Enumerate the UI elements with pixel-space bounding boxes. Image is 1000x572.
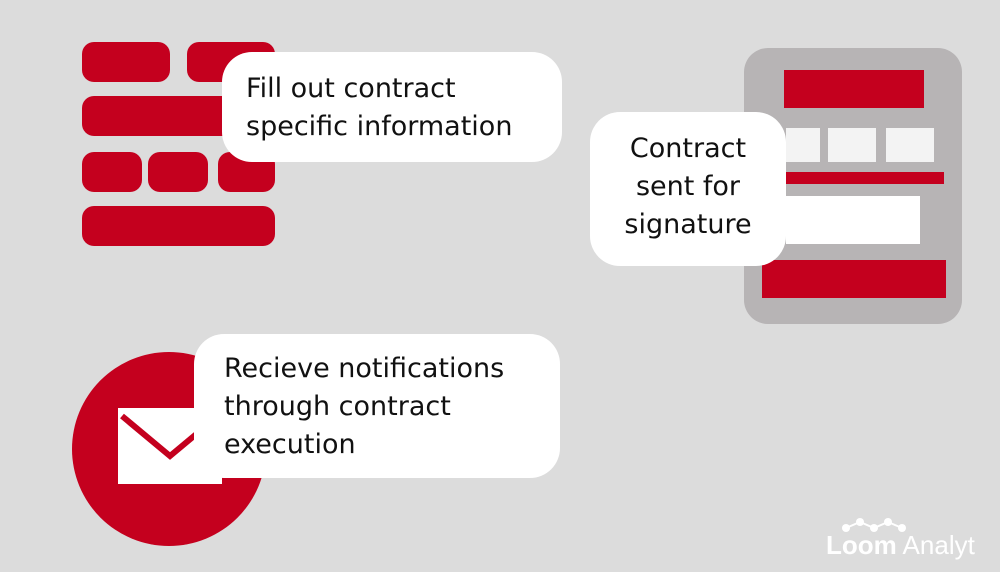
step-text-line: Recieve notifications	[224, 353, 505, 384]
step-notifications-bubble: Recieve notifications through contract e…	[194, 334, 560, 478]
document-field-box	[828, 128, 876, 162]
step-text-line: sent for	[635, 171, 741, 202]
logo-text-light: Analyt	[896, 530, 975, 560]
document-signature-field	[786, 196, 920, 244]
loom-logo-icon	[842, 518, 906, 532]
brick	[82, 206, 275, 246]
brick	[82, 152, 142, 192]
document-header-bar	[784, 70, 924, 108]
brick	[82, 42, 170, 82]
step-text-line: execution	[224, 429, 356, 460]
logo-text-bold: Loom	[826, 530, 897, 560]
brand-logo: Loom Analyt	[826, 530, 975, 570]
step-text-line: Fill out contract	[246, 73, 456, 104]
step-contract-sent-bubble: Contract sent for signature	[590, 112, 786, 266]
step-text-line: through contract	[224, 391, 451, 422]
document-field-box	[886, 128, 934, 162]
document-footer-bar	[762, 260, 946, 298]
document-divider-bar	[786, 172, 944, 184]
brick	[148, 152, 208, 192]
step-text-line: Contract	[629, 133, 747, 164]
step-text-line: signature	[624, 209, 752, 240]
step-fill-contract-bubble: Fill out contract specific information	[222, 52, 562, 162]
document-field-box	[786, 128, 820, 162]
step-text-line: specific information	[246, 111, 513, 142]
